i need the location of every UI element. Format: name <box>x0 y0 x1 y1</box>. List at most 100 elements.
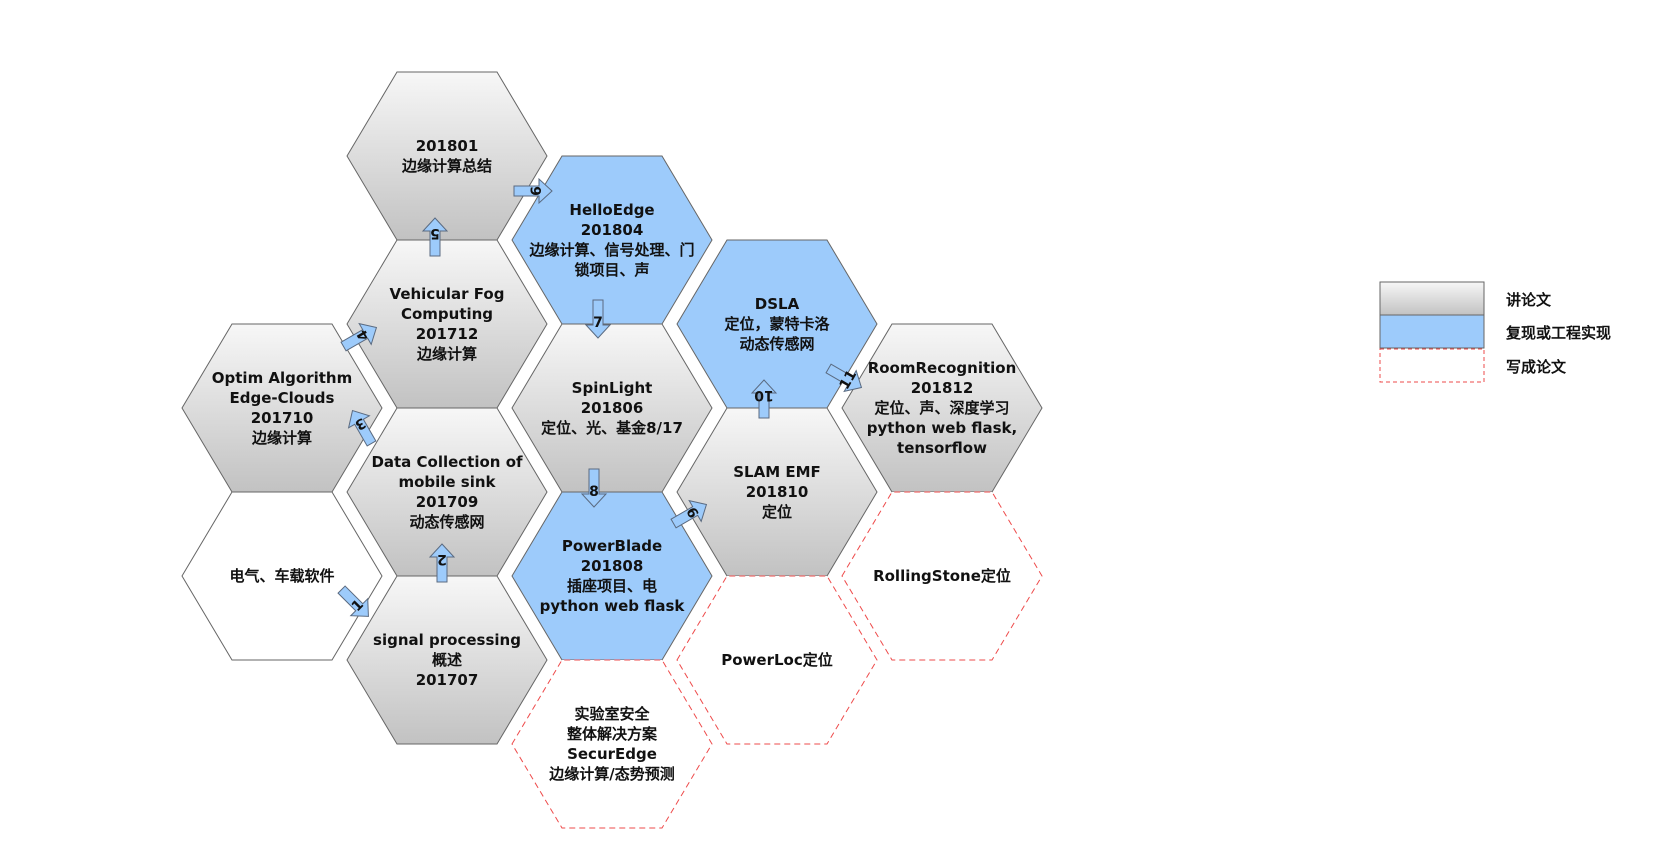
legend-label-write: 写成论文 <box>1506 358 1567 376</box>
hex-text-line: 动态传感网 <box>739 335 814 353</box>
hex-shape <box>181 491 383 661</box>
arrow-step-6: 6 <box>513 177 553 205</box>
hex-text-line: PowerLoc定位 <box>721 651 832 669</box>
hex-text-line: Edge-Clouds <box>230 389 335 407</box>
hex-text-line: Optim Algorithm <box>212 369 352 387</box>
hex-text-line: 插座项目、电 <box>567 577 657 595</box>
hex-dsla: DSLA 定位，蒙特卡洛动态传感网 <box>676 239 878 409</box>
arrow-shape <box>584 299 612 339</box>
hex-text: RoomRecognition 201812 定位、声、深度学习 python web… <box>867 359 1017 457</box>
hex-text: DSLA 定位，蒙特卡洛动态传感网 <box>724 295 830 353</box>
legend: 讲论文 复现或工程实现 写成论文 <box>1379 281 1611 383</box>
legend-label-talk: 讲论文 <box>1506 291 1552 309</box>
hex-text: 电气、车载软件 <box>229 567 334 585</box>
arrow-shape <box>825 363 863 393</box>
arrow-shape <box>580 468 608 508</box>
hex-text-line: 201808 <box>581 557 644 575</box>
arrow-step-2: 2 <box>428 543 456 583</box>
hex-text-line: 概述 <box>432 651 462 669</box>
legend-swatch-talk <box>1379 281 1485 316</box>
hex-text-line: HelloEdge <box>569 201 654 219</box>
hex-text-line: 定位、光、基金8/17 <box>541 419 683 437</box>
hex-text-line: 201804 <box>581 221 644 239</box>
hex-text-line: 201812 <box>911 379 974 397</box>
hex-text: PowerBlade 201808 插座项目、电 python web flask <box>540 537 686 615</box>
hex-text-line: 边缘计算/态势预测 <box>548 765 674 783</box>
arrow-shape <box>428 543 456 583</box>
hex-electric-software: 电气、车载软件 <box>181 491 383 661</box>
arrow-shape <box>347 409 377 447</box>
hex-text-line: 定位，蒙特卡洛 <box>724 315 830 333</box>
hex-text-line: python web flask <box>540 597 686 615</box>
hex-text-line: 201806 <box>581 399 644 417</box>
hex-201801-summary: 201801 边缘计算总结 <box>346 71 548 241</box>
hex-text-line: 边缘计算 <box>416 345 477 363</box>
arrow-shape <box>670 499 708 529</box>
hex-text: RollingStone定位 <box>873 567 1011 585</box>
hex-text-line: 201810 <box>746 483 809 501</box>
hex-text-line: SpinLight <box>572 379 653 397</box>
legend-label-reproduce: 复现或工程实现 <box>1505 324 1611 342</box>
hex-text-line: 201801 <box>416 137 479 155</box>
hex-shape <box>346 71 548 241</box>
arrow-label: 6 <box>529 186 545 196</box>
hex-text-line: RoomRecognition <box>868 359 1017 377</box>
hex-text-line: 边缘计算、信号处理、门 <box>528 241 694 259</box>
arrow-label: 10 <box>754 387 774 403</box>
hex-text-line: 锁项目、声 <box>574 261 649 279</box>
hex-text-line: RollingStone定位 <box>873 567 1011 585</box>
arrow-label: 2 <box>437 551 447 567</box>
legend-swatch-write <box>1379 348 1485 383</box>
hex-text-line: DSLA <box>755 295 800 313</box>
arrow-step-11: 11 <box>825 363 863 393</box>
hex-text-line: 定位 <box>762 503 792 521</box>
hex-text: 201801 边缘计算总结 <box>401 137 492 175</box>
hex-text-line: PowerBlade <box>562 537 662 555</box>
arrow-step-8: 8 <box>580 468 608 508</box>
hex-text: SpinLight 201806 定位、光、基金8/17 <box>541 379 683 437</box>
hex-powerloc: PowerLoc定位 <box>676 575 878 745</box>
arrow-label: 8 <box>589 484 599 500</box>
arrow-step-10: 10 <box>750 379 778 419</box>
arrow-shape <box>421 217 449 257</box>
hex-shape <box>346 575 548 745</box>
arrow-step-7: 7 <box>584 299 612 339</box>
legend-swatch-reproduce <box>1379 314 1485 349</box>
hex-text-line: tensorflow <box>897 439 987 457</box>
hex-text-line: 边缘计算总结 <box>401 157 492 175</box>
hex-rollingstone: RollingStone定位 <box>841 491 1043 661</box>
hex-text-line: python web flask, <box>867 419 1017 437</box>
hex-spinlight: SpinLight 201806 定位、光、基金8/17 <box>511 323 713 493</box>
hex-text: HelloEdge 201804 边缘计算、信号处理、门锁项目、声 <box>528 201 694 279</box>
hex-text-line: Computing <box>401 305 493 323</box>
hex-roomrecognition: RoomRecognition 201812 定位、声、深度学习 python web… <box>841 323 1043 493</box>
hex-text-line: SecurEdge <box>567 745 657 763</box>
hex-text-line: 201710 <box>251 409 314 427</box>
arrow-shape <box>337 585 369 617</box>
hex-text-line: 整体解决方案 <box>567 725 658 743</box>
hex-text-line: 边缘计算 <box>251 429 312 447</box>
hex-text-line: 201709 <box>416 493 479 511</box>
hex-shape <box>181 323 383 493</box>
arrow-label: 5 <box>430 225 440 241</box>
hex-text-line: 定位、声、深度学习 <box>874 399 1009 417</box>
hex-text-line: Data Collection of <box>371 453 523 471</box>
hex-text-line: signal processing <box>373 631 521 649</box>
hex-text-line: 动态传感网 <box>409 513 484 531</box>
hex-text-line: 电气、车载软件 <box>229 567 334 585</box>
hex-shape <box>676 575 878 745</box>
